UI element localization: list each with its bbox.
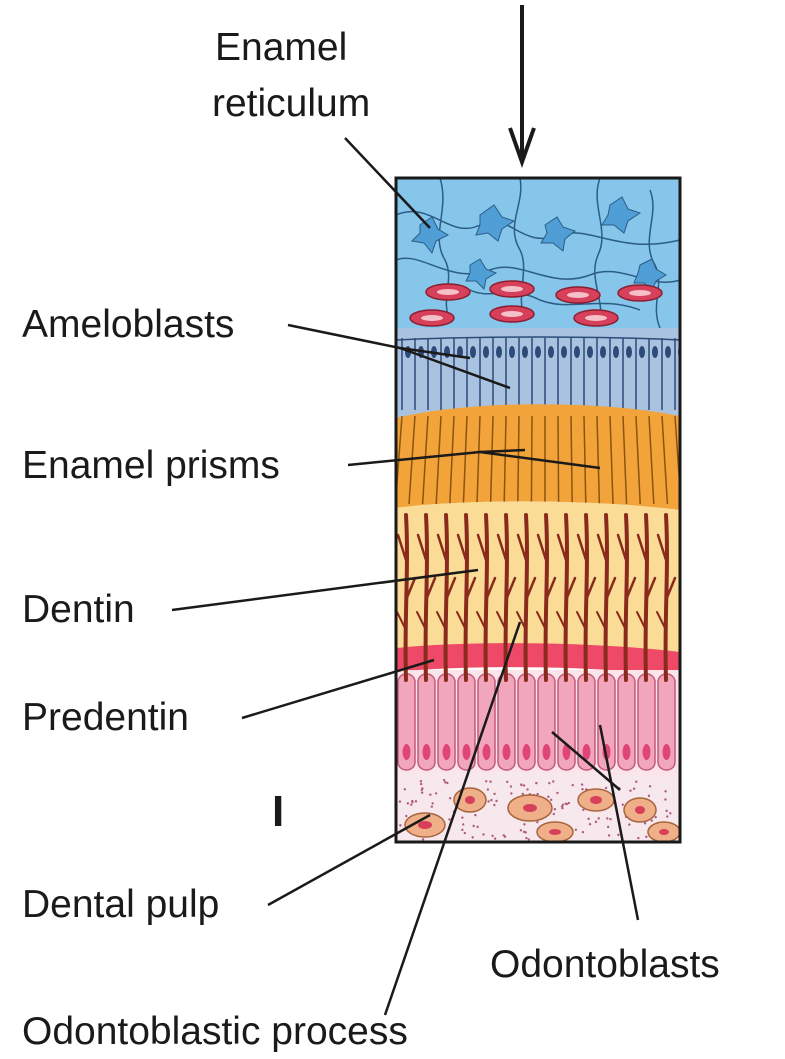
direction-arrow [510,5,534,162]
leader-dental-pulp [268,815,430,905]
dentin-layer [396,501,680,660]
label-odontoblastic-process: Odontoblastic process [22,1012,408,1051]
dental-pulp-layer [396,772,680,842]
odontoblasts-layer [396,670,680,780]
label-enamel-reticulum-line1: Enamel [215,28,347,67]
label-predentin: Predentin [22,698,189,737]
panel-marker: I [272,790,284,834]
label-odontoblasts: Odontoblasts [490,945,720,984]
label-dental-pulp: Dental pulp [22,885,219,924]
label-enamel-reticulum-line2: reticulum [212,84,370,123]
enamel-reticulum-layer [396,178,680,328]
label-enamel-prisms: Enamel prisms [22,446,280,485]
label-ameloblasts: Ameloblasts [22,305,234,344]
label-dentin: Dentin [22,590,135,629]
